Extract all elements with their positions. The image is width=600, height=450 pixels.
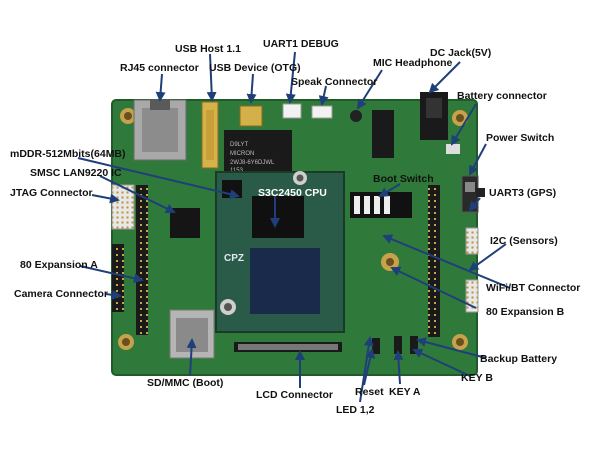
mounting-holes (118, 108, 468, 350)
expansion-a-header (136, 185, 148, 335)
label-lcd: LCD Connector (256, 389, 333, 401)
label-battery-connector: Battery connector (457, 90, 547, 102)
dc-jack (420, 92, 448, 140)
label-uart3-text: UART3 (GPS) (489, 187, 557, 199)
label-sd-mmc: SD/MMC (Boot) (147, 377, 224, 389)
lcd-connector-part (234, 342, 342, 352)
label-jtag: JTAG Connector (10, 187, 93, 199)
label-usb-host: USB Host 1.1 (175, 43, 241, 55)
label-uart1-debug: UART1 DEBUG (263, 38, 339, 50)
label-led: LED 1,2 (336, 404, 375, 416)
label-key-b: KEY B (461, 372, 493, 384)
som-logo: CPZ (224, 253, 244, 264)
usb-host-port (201, 101, 219, 169)
label-mic-headphone: MIC Headphone (373, 57, 453, 69)
label-dc-jack: DC Jack(5V) (430, 47, 492, 59)
camera-connector-part (112, 244, 124, 312)
boot-switch-part (350, 192, 412, 218)
label-reset: Reset (355, 386, 384, 398)
memory-chip (250, 248, 320, 314)
leader-lines (77, 51, 511, 403)
rj45-connector (133, 99, 187, 161)
backup-battery-part (381, 253, 399, 271)
speak-connector (311, 105, 333, 119)
svg-text:D9LYT: D9LYT (230, 142, 249, 148)
usb-otg-port (239, 105, 263, 127)
label-backup-battery: Backup Battery (480, 353, 558, 365)
label-speak-connector: Speak Connector (291, 76, 378, 88)
mddr-chip: D9LYT MICRON 2WJ8-6Y6DJWL 1153 (224, 130, 292, 176)
label-cpu: S3C2450 CPU (258, 187, 327, 199)
uart1-debug-connector (282, 103, 302, 119)
cpu-chip (252, 196, 304, 238)
push-buttons (372, 336, 418, 354)
expansion-b-header (428, 185, 440, 337)
label-power-switch: Power Switch (486, 132, 555, 144)
label-rj45: RJ45 connector (120, 62, 199, 74)
label-smsc: SMSC LAN9220 IC (30, 167, 122, 179)
uart3-marker-icon (476, 188, 485, 197)
label-mddr: mDDR-512Mbits(64MB) (10, 148, 126, 160)
som-module: CPZ (215, 171, 345, 333)
label-expansion-a: 80 Expansion A (20, 259, 98, 271)
label-wifi-bt: WiFi/BT Connector (486, 282, 581, 294)
label-boot-switch: Boot Switch (373, 173, 434, 185)
mic-headphone-jacks (350, 110, 394, 158)
smsc-lan9220-chip (170, 208, 200, 238)
label-i2c: I2C (Sensors) (490, 235, 558, 247)
svg-text:MICRON: MICRON (230, 151, 254, 157)
label-uart3: UART3 (GPS) (476, 187, 556, 199)
label-expansion-b: 80 Expansion B (486, 306, 565, 318)
battery-connector-part (446, 144, 460, 154)
svg-text:2WJ8-6Y6DJWL: 2WJ8-6Y6DJWL (230, 160, 275, 166)
label-usb-device: USB Device (OTG) (209, 62, 301, 74)
label-key-a: KEY A (389, 386, 421, 398)
label-camera: Camera Connector (14, 288, 108, 300)
